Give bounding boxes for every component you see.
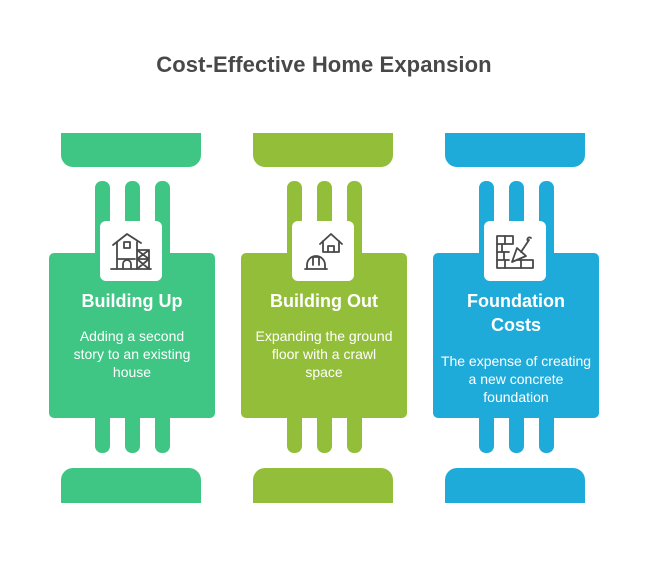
pillar (317, 416, 332, 453)
card-title: Foundation Costs (467, 291, 565, 335)
card-description: Adding a second story to an existing hou… (73, 328, 191, 380)
pillar (95, 416, 110, 453)
pillar (155, 416, 170, 453)
pillar (539, 416, 554, 453)
icon-box (292, 221, 354, 281)
pillar (347, 416, 362, 453)
column-capital (253, 133, 393, 167)
column-building-up: Building Up Adding a second story to an … (49, 0, 215, 576)
column-base (445, 468, 585, 503)
house-scaffolding-icon (110, 233, 152, 270)
pillar (125, 416, 140, 453)
card-title: Building Out (270, 291, 378, 311)
card-description: Expanding the ground floor with a crawl … (255, 328, 393, 380)
icon-box (100, 221, 162, 281)
card-description: The expense of creating a new concrete f… (440, 353, 592, 405)
column-base (61, 468, 201, 503)
pillar (479, 416, 494, 453)
page-title: Cost-Effective Home Expansion (156, 52, 492, 77)
pillar (509, 416, 524, 453)
column-capital (61, 133, 201, 167)
column-base (253, 468, 393, 503)
column-capital (445, 133, 585, 167)
card-title: Building Up (81, 291, 183, 311)
card-building-out: Building Out Expanding the ground floor … (241, 253, 407, 418)
column-building-out: Building Out Expanding the ground floor … (241, 0, 407, 576)
house-hardhat-icon (304, 233, 343, 270)
icon-box (484, 221, 546, 281)
pillar (287, 416, 302, 453)
column-foundation-costs: Foundation Costs The expense of creating… (433, 0, 599, 576)
brick-wall-trowel-icon (496, 235, 534, 269)
card-foundation-costs: Foundation Costs The expense of creating… (433, 253, 599, 418)
